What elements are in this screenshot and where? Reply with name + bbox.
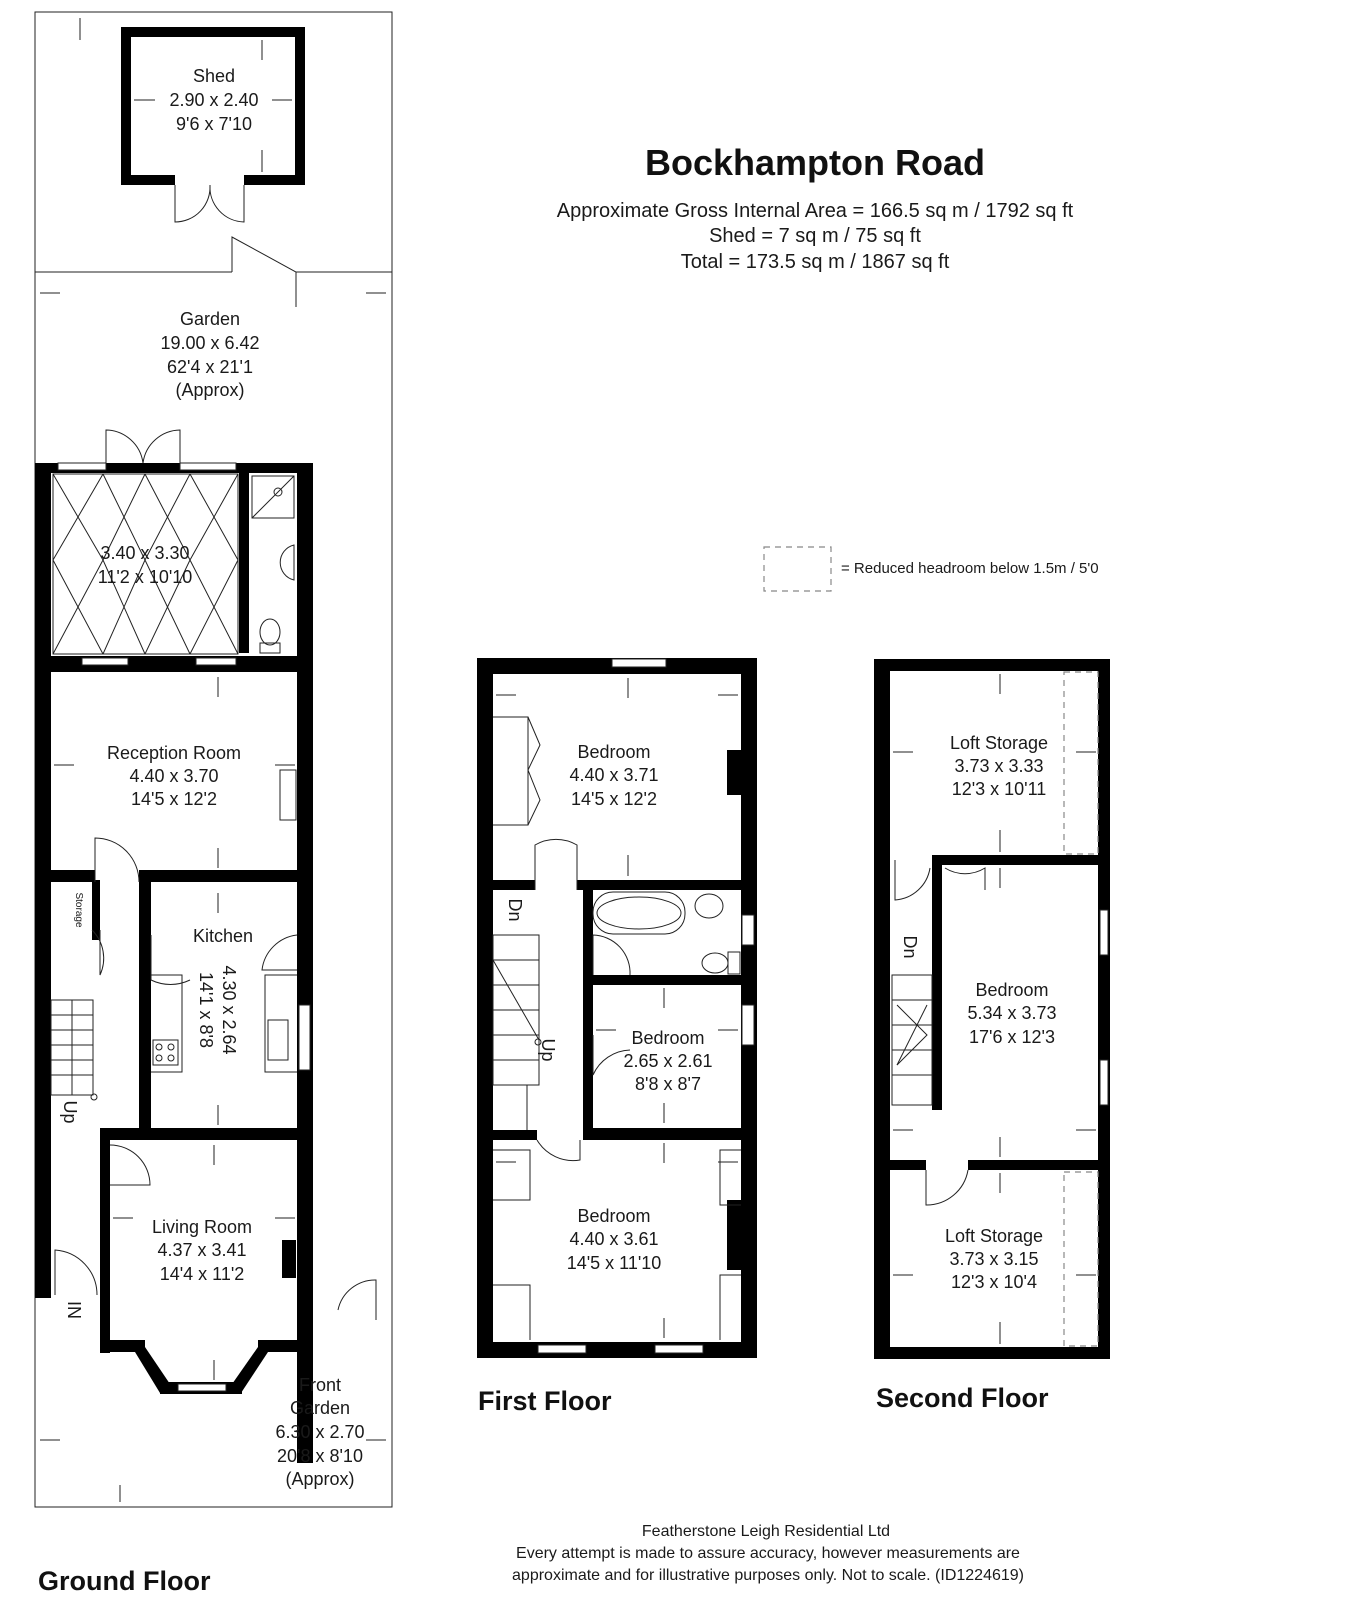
fireplace bbox=[279, 769, 297, 821]
window bbox=[741, 1004, 755, 1046]
garden-approx: (Approx) bbox=[175, 380, 244, 400]
front-garden-metric: 6.30 x 2.70 bbox=[275, 1422, 364, 1442]
ff-bedroom-label: Bedroom bbox=[577, 1206, 650, 1226]
front-door bbox=[54, 1249, 98, 1296]
door bbox=[109, 1144, 151, 1186]
window bbox=[611, 658, 667, 668]
first-floor-title: First Floor bbox=[478, 1386, 612, 1416]
front-garden-imperial: 20'8 x 8'10 bbox=[277, 1446, 363, 1466]
garden-gate bbox=[231, 236, 297, 307]
dimension-arrows bbox=[40, 18, 386, 1502]
french-doors bbox=[105, 429, 181, 464]
ff-bedroom-imperial: 14'5 x 11'10 bbox=[567, 1253, 662, 1273]
legend-text: = Reduced headroom below 1.5m / 5'0 bbox=[841, 560, 1099, 577]
stairs-up-label: Up bbox=[538, 1038, 558, 1061]
stairs-down-label: Dn bbox=[505, 898, 525, 921]
kitchen-imperial: 14'1 x 8'8 bbox=[196, 972, 216, 1048]
stairs-up-label: Up bbox=[60, 1100, 80, 1123]
ff-bedroom-metric: 2.65 x 2.61 bbox=[623, 1051, 712, 1071]
first-floor-plan bbox=[477, 658, 757, 1358]
reception-label: Reception Room bbox=[107, 743, 241, 763]
window bbox=[741, 914, 755, 946]
window bbox=[57, 462, 107, 471]
kitchen-units bbox=[150, 934, 298, 1073]
garden-label: Garden bbox=[180, 309, 240, 329]
living-imperial: 14'4 x 11'2 bbox=[160, 1264, 245, 1284]
window bbox=[1099, 1059, 1109, 1106]
door bbox=[91, 929, 105, 976]
sf-loft-metric: 3.73 x 3.33 bbox=[954, 756, 1043, 776]
sf-loft-metric: 3.73 x 3.15 bbox=[949, 1249, 1038, 1269]
window bbox=[1099, 909, 1109, 956]
area-line: Approximate Gross Internal Area = 166.5 … bbox=[557, 200, 1074, 222]
reduced-headroom-zone bbox=[1063, 1171, 1099, 1347]
garden-imperial: 62'4 x 21'1 bbox=[167, 357, 253, 377]
front-gate bbox=[337, 1279, 377, 1320]
footer-disclaimer: approximate and for illustrative purpose… bbox=[512, 1567, 1024, 1584]
window bbox=[81, 657, 129, 666]
footer-disclaimer: Every attempt is made to assure accuracy… bbox=[516, 1545, 1020, 1562]
sf-bedroom-metric: 5.34 x 3.73 bbox=[967, 1003, 1056, 1023]
ff-bedroom-label: Bedroom bbox=[631, 1028, 704, 1048]
shower-room bbox=[251, 475, 295, 654]
conservatory-metric: 3.40 x 3.30 bbox=[100, 543, 189, 563]
window bbox=[195, 657, 237, 666]
ff-bedroom-metric: 4.40 x 3.71 bbox=[569, 765, 658, 785]
shed-imperial: 9'6 x 7'10 bbox=[176, 114, 252, 134]
sf-loft-label: Loft Storage bbox=[945, 1226, 1043, 1246]
reduced-headroom-zone bbox=[1063, 671, 1099, 855]
sf-loft-imperial: 12'3 x 10'4 bbox=[951, 1272, 1037, 1292]
entrance-label: IN bbox=[64, 1301, 84, 1319]
fireplace bbox=[282, 1240, 296, 1278]
area-line: Shed = 7 sq m / 75 sq ft bbox=[709, 225, 921, 247]
ff-bedroom-metric: 4.40 x 3.61 bbox=[569, 1229, 658, 1249]
second-floor-title: Second Floor bbox=[876, 1383, 1049, 1413]
reception-imperial: 14'5 x 12'2 bbox=[131, 789, 217, 809]
area-line: Total = 173.5 sq m / 1867 sq ft bbox=[681, 251, 950, 273]
second-floor-fixtures bbox=[891, 860, 986, 1206]
page-title: Bockhampton Road bbox=[645, 142, 985, 183]
front-garden-label: Garden bbox=[290, 1398, 350, 1418]
bay-wall bbox=[135, 1347, 172, 1393]
footer-company: Featherstone Leigh Residential Ltd bbox=[642, 1523, 890, 1540]
kitchen-metric: 4.30 x 2.64 bbox=[219, 965, 239, 1054]
garden-metric: 19.00 x 6.42 bbox=[160, 333, 259, 353]
sf-bedroom-imperial: 17'6 x 12'3 bbox=[969, 1027, 1055, 1047]
first-floor-fixtures bbox=[492, 716, 741, 1340]
conservatory-roof bbox=[52, 473, 239, 655]
window bbox=[537, 1344, 587, 1354]
window bbox=[654, 1344, 704, 1354]
ff-bedroom-imperial: 14'5 x 12'2 bbox=[571, 789, 657, 809]
ground-floor-title: Ground Floor bbox=[38, 1566, 211, 1596]
kitchen-label: Kitchen bbox=[193, 926, 253, 946]
storage-label: Storage bbox=[73, 892, 84, 927]
ground-floor-plan bbox=[34, 11, 393, 1508]
living-label: Living Room bbox=[152, 1217, 252, 1237]
front-garden-approx: (Approx) bbox=[285, 1469, 354, 1489]
sf-bedroom-label: Bedroom bbox=[975, 980, 1048, 1000]
shed-metric: 2.90 x 2.40 bbox=[169, 90, 258, 110]
window bbox=[179, 462, 237, 471]
door bbox=[94, 837, 140, 883]
sf-loft-imperial: 12'3 x 10'11 bbox=[952, 779, 1047, 799]
sf-loft-label: Loft Storage bbox=[950, 733, 1048, 753]
ground-floor-stairs bbox=[50, 999, 98, 1101]
living-metric: 4.37 x 3.41 bbox=[157, 1240, 246, 1260]
legend-swatch bbox=[763, 546, 832, 592]
shed-label: Shed bbox=[193, 66, 235, 86]
front-garden-label: Front bbox=[299, 1375, 341, 1395]
bay-wall bbox=[230, 1347, 268, 1393]
ff-bedroom-label: Bedroom bbox=[577, 742, 650, 762]
dimension-arrows bbox=[496, 678, 738, 1338]
second-floor-plan bbox=[874, 659, 1110, 1359]
dimension-arrows bbox=[893, 674, 1096, 1344]
bay-window bbox=[177, 1383, 227, 1392]
window bbox=[298, 1004, 311, 1071]
ff-bedroom-imperial: 8'8 x 8'7 bbox=[635, 1074, 701, 1094]
conservatory-imperial: 11'2 x 10'10 bbox=[98, 567, 193, 587]
reception-metric: 4.40 x 3.70 bbox=[129, 766, 218, 786]
stairs-down-label: Dn bbox=[900, 935, 920, 958]
shed bbox=[121, 27, 305, 223]
